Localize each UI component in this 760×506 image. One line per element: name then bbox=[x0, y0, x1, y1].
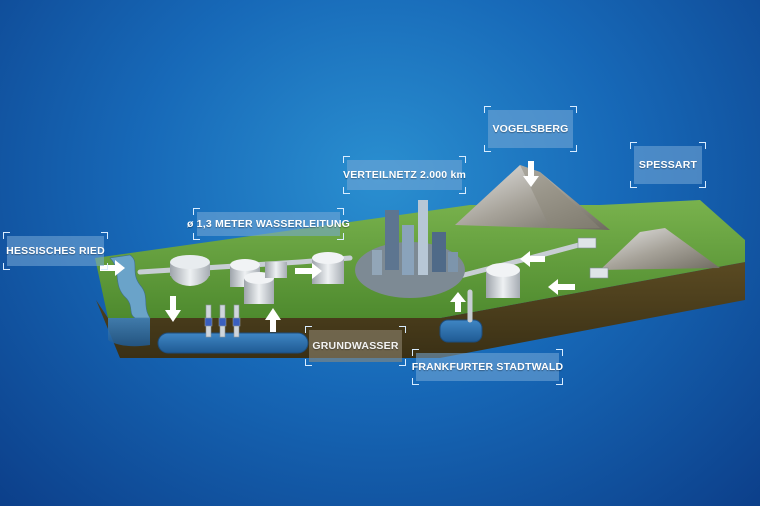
label-hessisches-ried: HESSISCHES RIED bbox=[3, 232, 108, 270]
arrow-river-in bbox=[100, 260, 125, 276]
label-hessisches-ried-text: HESSISCHES RIED bbox=[6, 245, 105, 257]
arrow-up-right bbox=[265, 308, 281, 332]
wells bbox=[204, 304, 241, 338]
treatment-plant-ried bbox=[170, 255, 210, 286]
river-inflow bbox=[108, 318, 150, 347]
label-grundwasser-text: GRUNDWASSER bbox=[312, 340, 399, 352]
groundwater-pool-stadtwald bbox=[439, 319, 483, 343]
label-verteilnetz: VERTEILNETZ 2.000 km bbox=[343, 156, 466, 194]
mountain-vogelsberg bbox=[455, 165, 610, 230]
flow-arrows bbox=[100, 161, 575, 332]
arrow-left-upper bbox=[520, 251, 545, 267]
mountain-spessart bbox=[600, 228, 720, 270]
label-spessart: SPESSART bbox=[630, 142, 706, 188]
arrow-up-stadtwald bbox=[450, 292, 466, 312]
arrow-left-lower bbox=[548, 279, 575, 295]
label-wasserleitung-text: ø 1,3 METER WASSERLEITUNG bbox=[186, 218, 351, 230]
groundwater-pool-west bbox=[157, 332, 309, 354]
pump-station bbox=[577, 237, 609, 279]
label-wasserleitung: ø 1,3 METER WASSERLEITUNG bbox=[187, 208, 350, 240]
label-vogelsberg: VOGELSBERG bbox=[484, 106, 577, 152]
storage-tank-east bbox=[486, 263, 520, 298]
arrow-from-vogelsberg bbox=[523, 161, 539, 187]
arrow-to-tank bbox=[295, 263, 322, 279]
label-vogelsberg-text: VOGELSBERG bbox=[492, 123, 569, 135]
label-stadtwald: FRANKFURTER STADTWALD bbox=[412, 349, 563, 385]
label-verteilnetz-text: VERTEILNETZ 2.000 km bbox=[342, 169, 467, 181]
city-frankfurt bbox=[355, 200, 465, 298]
storage-tanks bbox=[230, 259, 287, 304]
label-spessart-text: SPESSART bbox=[638, 159, 698, 171]
label-stadtwald-text: FRANKFURTER STADTWALD bbox=[411, 361, 564, 373]
label-grundwasser: GRUNDWASSER bbox=[305, 326, 406, 366]
arrow-down-left bbox=[165, 296, 181, 322]
